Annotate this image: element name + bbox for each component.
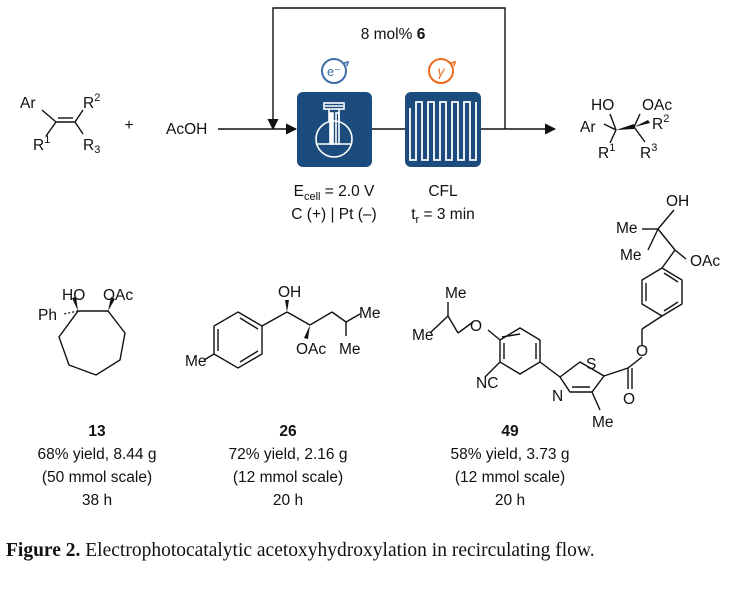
serpentine-coil-icon (409, 101, 477, 161)
photon-badge: γ (428, 58, 457, 84)
compound-id-49: 49 (501, 423, 519, 440)
svg-text:R2: R2 (652, 113, 669, 133)
time-49: 20 h (495, 492, 525, 509)
photon-symbol: γ (438, 63, 446, 79)
reaction-scheme: 8 mol% 6 e⁻ γ Ecell = 2.0 V C (+) | Pt (… (20, 7, 720, 509)
svg-text:Me: Me (185, 353, 207, 370)
caption-label: Figure 2. (6, 540, 81, 561)
time-26: 20 h (273, 492, 303, 509)
svg-text:NC: NC (476, 375, 498, 392)
structure-49: OH Me Me OAc Me Me O O O NC S N Me (412, 193, 720, 431)
svg-text:R3: R3 (83, 137, 100, 156)
svg-text:Me: Me (620, 247, 642, 264)
compound-id-13: 13 (88, 423, 106, 440)
plus-sign: + (124, 117, 133, 134)
scale-49: (12 mmol scale) (455, 469, 565, 486)
yield-26: 72% yield, 2.16 g (229, 446, 348, 463)
structure-13: HO OAc Ph (38, 287, 133, 376)
cell-potential: Ecell = 2.0 V (294, 183, 375, 203)
flask-icon (315, 102, 353, 158)
svg-text:OAc: OAc (296, 341, 326, 358)
alkene-reactant: Ar R1 R2 R3 (20, 92, 100, 156)
electron-badge: e⁻ (321, 58, 350, 84)
diol-monoacetate-product: Ar HO OAc R2 R1 R3 (580, 97, 672, 162)
figure-caption: Figure 2. Electrophotocatalytic acetoxyh… (6, 538, 736, 564)
caption-text: Electrophotocatalytic acetoxyhydroxylati… (85, 540, 595, 561)
svg-text:N: N (552, 388, 563, 405)
svg-text:R1: R1 (598, 142, 615, 162)
svg-text:OAc: OAc (103, 287, 133, 304)
svg-text:OH: OH (666, 193, 689, 210)
recirculation-loop (218, 7, 557, 135)
scale-26: (12 mmol scale) (233, 469, 343, 486)
compound-id-26: 26 (279, 423, 297, 440)
light-source: CFL (428, 183, 458, 200)
svg-text:Me: Me (592, 414, 614, 431)
svg-text:R2: R2 (83, 92, 100, 112)
svg-text:R1: R1 (33, 134, 50, 154)
svg-text:Me: Me (445, 285, 467, 302)
time-13: 38 h (82, 492, 112, 509)
svg-text:O: O (636, 343, 648, 360)
svg-text:HO: HO (62, 287, 85, 304)
svg-text:O: O (470, 318, 482, 335)
residence-time: tr = 3 min (411, 206, 475, 226)
svg-text:OH: OH (278, 284, 301, 301)
electrodes: C (+) | Pt (–) (291, 206, 376, 223)
yield-13: 68% yield, 8.44 g (38, 446, 157, 463)
catalyst-label: 8 mol% 6 (361, 26, 426, 43)
electrochemical-cell (297, 92, 372, 167)
svg-text:HO: HO (591, 97, 614, 114)
svg-text:S: S (586, 356, 596, 373)
electron-symbol: e⁻ (327, 64, 341, 79)
svg-text:Ar: Ar (580, 119, 596, 136)
svg-text:R3: R3 (640, 142, 657, 162)
svg-text:Me: Me (339, 341, 361, 358)
svg-text:OAc: OAc (690, 253, 720, 270)
yield-49: 58% yield, 3.73 g (451, 446, 570, 463)
svg-text:O: O (623, 391, 635, 408)
acetic-acid: AcOH (166, 121, 207, 138)
structure-26: OH Me Me Me OAc (185, 284, 381, 370)
svg-text:OAc: OAc (642, 97, 672, 114)
svg-text:Me: Me (412, 327, 434, 344)
svg-text:Ph: Ph (38, 307, 57, 324)
svg-text:Ar: Ar (20, 95, 36, 112)
svg-text:Me: Me (359, 305, 381, 322)
scale-13: (50 mmol scale) (42, 469, 152, 486)
svg-text:Me: Me (616, 220, 638, 237)
photoreactor (405, 92, 481, 167)
